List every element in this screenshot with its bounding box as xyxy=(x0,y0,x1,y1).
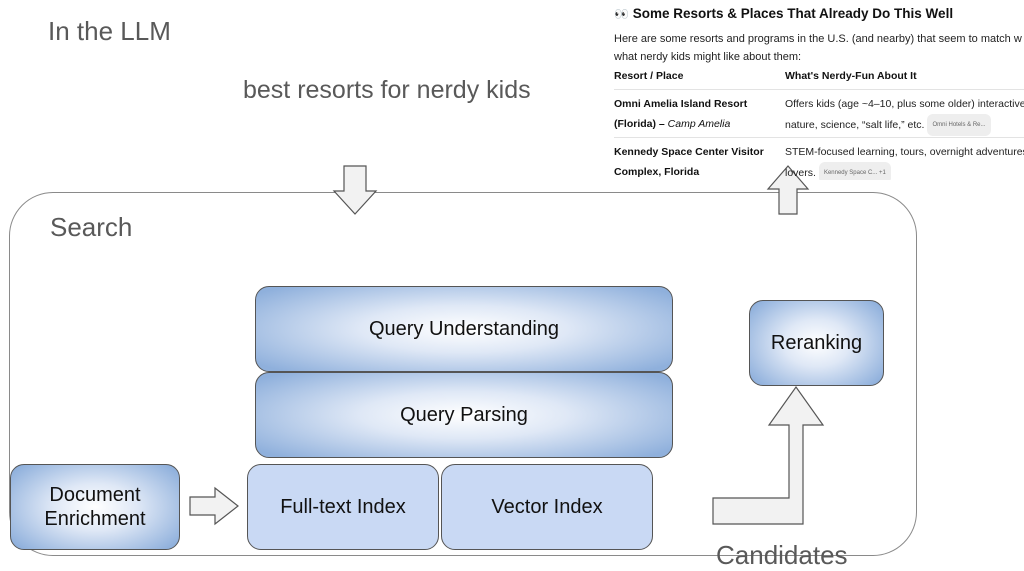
query-parsing-box: Query Parsing xyxy=(255,372,673,458)
fulltext-index-box: Full-text Index xyxy=(247,464,439,550)
row-divider xyxy=(614,137,1024,138)
down-arrow xyxy=(332,165,378,215)
header-divider xyxy=(614,89,1024,90)
chat-intro: Here are some resorts and programs in th… xyxy=(614,33,1022,63)
llm-label: In the LLM xyxy=(48,16,171,46)
table-row-place: Kennedy Space Center Visitor Complex, Fl… xyxy=(614,146,764,178)
eyes-icon: 👀 xyxy=(614,7,629,21)
l-arrow-to-reranking xyxy=(712,385,825,525)
source-chip[interactable]: Omni Hotels & Re... xyxy=(927,114,991,136)
column-header-place: Resort / Place xyxy=(614,70,684,82)
search-label: Search xyxy=(50,212,133,242)
chat-title: 👀 Some Resorts & Places That Already Do … xyxy=(614,6,954,21)
table-row-desc: STEM-focused learning, tours, overnight … xyxy=(785,142,1024,180)
chat-excerpt: 👀 Some Resorts & Places That Already Do … xyxy=(612,0,1024,180)
source-chip[interactable]: Kennedy Space C... +1 xyxy=(818,162,891,180)
reranking-box: Reranking xyxy=(749,300,884,386)
up-arrow-to-chat xyxy=(766,165,810,215)
right-arrow xyxy=(189,486,239,526)
table-row-place: Omni Amelia Island Resort (Florida) – Ca… xyxy=(614,98,748,130)
query-understanding-box: Query Understanding xyxy=(255,286,673,372)
query-text: best resorts for nerdy kids xyxy=(243,76,531,104)
document-enrichment-box: Document Enrichment xyxy=(10,464,180,550)
candidates-label: Candidates xyxy=(716,540,848,570)
column-header-nerdy: What's Nerdy-Fun About It xyxy=(785,70,917,82)
vector-index-box: Vector Index xyxy=(441,464,653,550)
search-container xyxy=(9,192,917,556)
table-row-desc: Offers kids (age ~4–10, plus some older)… xyxy=(785,94,1024,136)
